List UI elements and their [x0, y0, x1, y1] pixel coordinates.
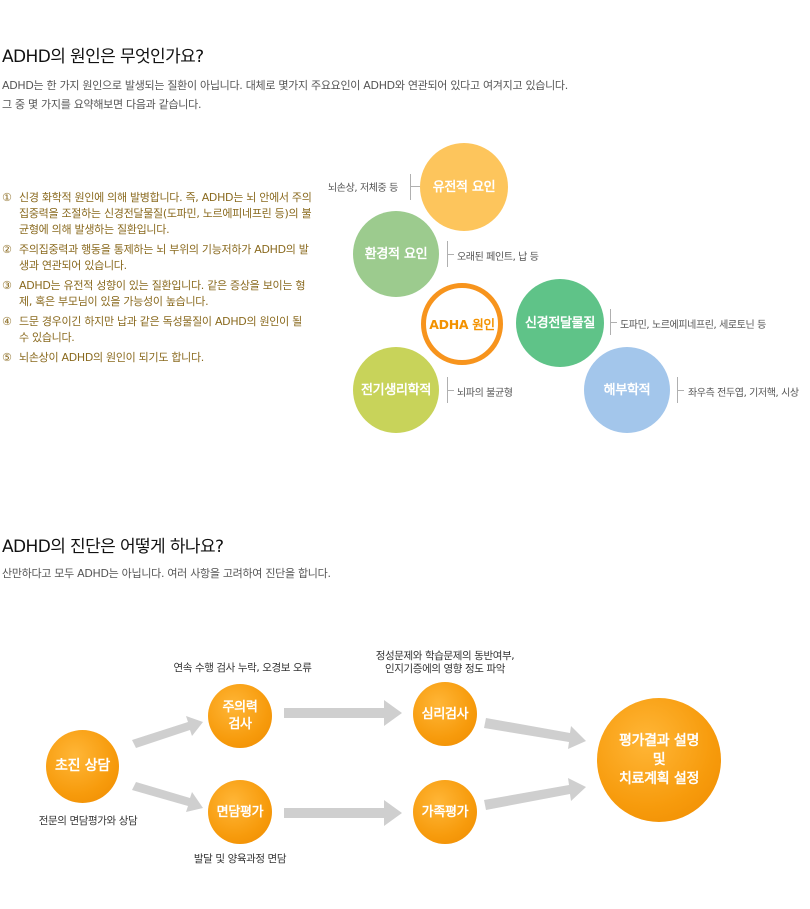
electro-note-connector: [447, 390, 454, 391]
anatomy-note-connector: [677, 390, 684, 391]
cause-text: 신경 화학적 원인에 의해 발병합니다. 즉, ADHD는 뇌 안에서 주의집중…: [19, 191, 312, 236]
environmental-note-connector: [447, 254, 454, 255]
arrow-family-to-result: [484, 778, 586, 810]
electrophysiological-circle: 전기생리학적: [353, 347, 439, 433]
result-line2: 및: [652, 751, 666, 768]
arrow-interview-to-family: [284, 800, 402, 826]
adhd-cause-center-circle: ADHA 원인: [421, 283, 503, 365]
genetic-note-divider: [410, 174, 411, 200]
environmental-factor-note: 오래된 페인트, 납 등: [457, 252, 539, 263]
genetic-factor-circle: 유전적 요인: [420, 143, 508, 231]
genetic-note-connector: [410, 186, 420, 187]
genetic-factor-note: 뇌손상, 저체중 등: [328, 183, 398, 194]
section2-desc: 산만하다고 모두 ADHD는 아닙니다. 여러 사항을 고려하여 진단을 합니다…: [2, 567, 331, 580]
arrow-psych-to-result: [484, 718, 586, 749]
section1-desc-line2: 그 중 몇 가지를 요약해보면 다음과 같습니다.: [2, 98, 202, 111]
section1-desc-line1: ADHD는 한 가지 원인으로 발생되는 질환이 아닙니다. 대체로 몇가지 주…: [2, 79, 568, 92]
psych-test-note-line2: 인지기증에의 영향 정도 파악: [385, 663, 505, 675]
initial-consultation-circle: 초진 상담: [46, 730, 119, 803]
initial-consultation-note: 전문의 면담평가와 상담: [38, 815, 138, 827]
attention-test-line2: 검사: [228, 717, 252, 732]
result-and-plan-circle: 평가결과 설명 및 치료계획 설정: [597, 698, 721, 822]
psych-test-circle: 심리검사: [413, 682, 477, 746]
anatomical-circle: 해부학적: [584, 347, 670, 433]
arrow-initial-to-attention: [132, 716, 203, 748]
family-evaluation-circle: 가족평가: [413, 780, 477, 844]
cause-text: 뇌손상이 ADHD의 원인이 되기도 합니다.: [19, 351, 204, 364]
result-line1: 평가결과 설명: [618, 732, 700, 749]
interview-evaluation-circle: 면담평가: [208, 780, 272, 844]
section1-title: ADHD의 원인은 무엇인가요?: [2, 47, 204, 67]
cause-text: 주의집중력과 행동을 통제하는 뇌 부위의 기능저하가 ADHD의 발생과 연관…: [19, 243, 309, 272]
cause-text: ADHD는 유전적 성향이 있는 질환입니다. 같은 증상을 보이는 형제, 혹…: [19, 279, 306, 308]
neurotransmitter-circle: 신경전달물질: [516, 279, 604, 367]
section1-desc: ADHD는 한 가지 원인으로 발생되는 질환이 아닙니다. 대체로 몇가지 주…: [2, 76, 568, 114]
attention-test-line1: 주의력: [222, 700, 258, 715]
cause-text: 드문 경우이긴 하지만 납과 같은 독성물질이 ADHD의 원인이 될 수 있습…: [19, 315, 302, 344]
anatomical-note: 좌우측 전두엽, 기저핵, 시상: [688, 388, 799, 399]
arrow-attention-to-psych: [284, 700, 402, 726]
arrow-group: [132, 700, 586, 826]
electrophysiological-note: 뇌파의 불균형: [457, 388, 513, 399]
neurotransmitter-note: 도파민, 노르에피네프린, 세로토닌 등: [620, 320, 766, 331]
arrow-initial-to-interview: [132, 782, 203, 812]
environmental-factor-circle: 환경적 요인: [353, 211, 439, 297]
neuro-note-connector: [610, 322, 617, 323]
psych-test-note-line1: 정성문제와 학습문제의 동반여부,: [375, 650, 515, 662]
interview-evaluation-note: 발달 및 양육과정 면담: [193, 853, 287, 865]
attention-test-circle: 주의력 검사: [208, 684, 272, 748]
psych-test-note: 정성문제와 학습문제의 동반여부, 인지기증에의 영향 정도 파악: [355, 650, 535, 676]
attention-test-note: 연속 수행 검사 누락, 오경보 오류: [173, 662, 312, 674]
section2-title: ADHD의 진단은 어떻게 하나요?: [2, 537, 224, 557]
result-line3: 치료계획 설정: [618, 770, 700, 787]
